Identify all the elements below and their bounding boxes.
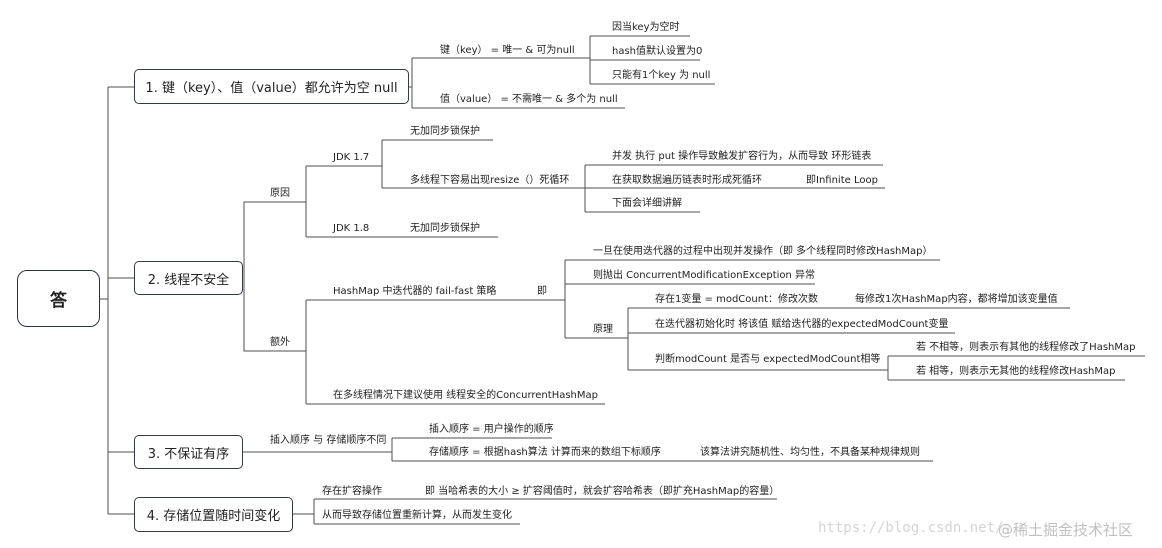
branch-label: 3. 不保证有序 (147, 446, 230, 462)
node-failfast-item: 一旦在使用迭代器的过程中出现并发操作（即 多个线程同时修改HashMap） (593, 246, 933, 257)
node-principle-item: 存在1变量 = modCount：修改次数 (655, 294, 819, 305)
node-value: 值（value） = 不需唯一 & 多个为 null (440, 94, 618, 105)
root-node: 答 (17, 270, 100, 327)
node-order-item: 插入顺序 = 用户操作的顺序 (429, 424, 554, 435)
branch-label: 1. 键（key）、值（value）都允许为空 null (145, 81, 398, 96)
node-suggest: 在多线程情况下建议使用 线程安全的ConcurrentHashMap (333, 390, 598, 401)
branch-null-allowed: 1. 键（key）、值（value）都允许为空 null (134, 69, 409, 104)
node-judge-item: 若 不相等，则表示有其他的线程修改了HashMap (916, 342, 1136, 353)
node-order-item: 存储顺序 = 根据hash算法 计算而来的数组下标顺序 (429, 447, 661, 458)
node-judge-item: 若 相等，则表示无其他的线程修改HashMap (916, 366, 1116, 377)
node-modcount-note: 每修改1次HashMap内容，都将增加该变量值 (855, 294, 1058, 305)
branch-thread-unsafe: 2. 线程不安全 (134, 261, 243, 295)
node-key-reason: 只能有1个key 为 null (612, 70, 711, 81)
watermark-brand: @稀土掘金技术社区 (998, 521, 1134, 539)
root-label: 答 (50, 291, 67, 311)
node-resize-item: 下面会详细讲解 (612, 198, 682, 209)
node-reason: 原因 (270, 188, 290, 199)
node-jdk17-item: 多线程下容易出现resize（）死循环 (410, 175, 570, 186)
node-principle-item: 判断modCount 是否与 expectedModCount相等 (655, 354, 881, 365)
node-principle: 原理 (593, 324, 613, 335)
node-order: 插入顺序 与 存储顺序不同 (270, 435, 387, 446)
branch-label: 2. 线程不安全 (147, 272, 230, 288)
node-resize-desc: 即 当哈希表的大小 ≥ 扩容阈值时，就会扩容哈希表（即扩充HashMap的容量） (425, 486, 780, 497)
node-jdk18-item: 无加同步锁保护 (410, 223, 480, 234)
node-extra: 额外 (270, 337, 290, 348)
node-infinite-loop: 即Infinite Loop (806, 175, 878, 186)
branch-storage-position: 4. 存储位置随时间变化 (134, 497, 293, 532)
node-resize-item: 在获取数据遍历链表时形成死循环 (612, 175, 762, 186)
node-principle-item: 在迭代器初始化时 将该值 赋给迭代器的expectedModCount变量 (655, 319, 949, 330)
branch-label: 4. 存储位置随时间变化 (146, 509, 281, 524)
node-jdk17-item: 无加同步锁保护 (410, 126, 480, 137)
node-jdk18: JDK 1.8 (333, 223, 370, 234)
node-resize-item: 并发 执行 put 操作导致触发扩容行为，从而导致 环形链表 (612, 151, 872, 162)
node-ji: 即 (537, 286, 547, 297)
node-key-reason: hash值默认设置为0 (612, 46, 703, 57)
node-recompute: 从而导致存储位置重新计算，从而发生变化 (322, 510, 512, 521)
node-failfast-item: 则抛出 ConcurrentModificationException 异常 (593, 270, 816, 281)
node-failfast: HashMap 中迭代器的 fail-fast 策略 (333, 286, 497, 297)
node-key: 键（key） = 唯一 & 可为null (440, 45, 575, 56)
node-algo: 该算法讲究随机性、均匀性，不具备某种规律规则 (700, 447, 920, 458)
branch-unordered: 3. 不保证有序 (134, 435, 243, 469)
node-resize-op: 存在扩容操作 (322, 486, 382, 497)
node-key-reason: 因当key为空时 (612, 22, 680, 33)
node-jdk17: JDK 1.7 (333, 152, 370, 163)
watermark-url: https://blog.csdn.net/ (818, 520, 1004, 536)
